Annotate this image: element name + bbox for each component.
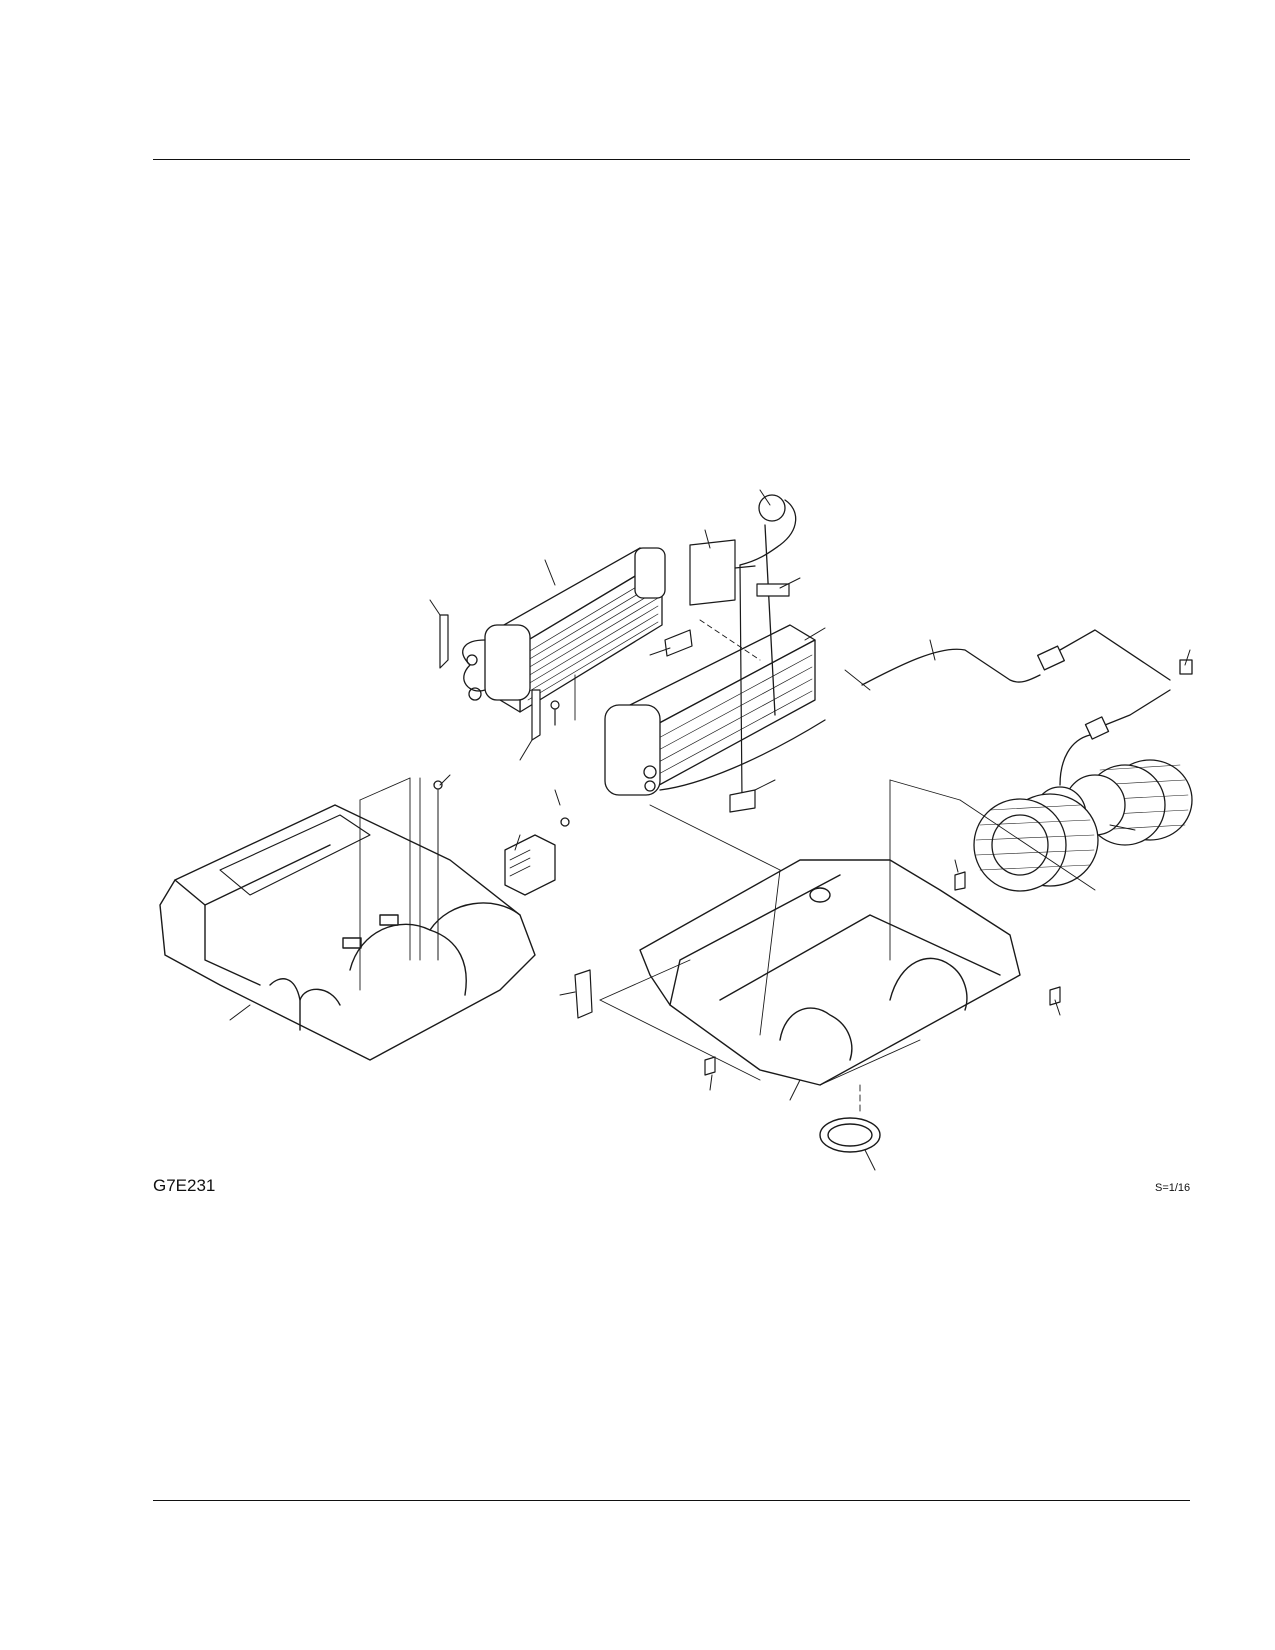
evaporator-core — [604, 624, 826, 796]
expansion-valve — [739, 494, 797, 716]
scale-label: S=1/16 — [1155, 1182, 1191, 1194]
heater-core — [462, 547, 666, 713]
bottom-rule — [153, 1500, 1190, 1501]
upper-case — [159, 804, 536, 1061]
lower-case — [639, 859, 1021, 1086]
thermo-sensor — [664, 539, 790, 813]
drain-hose-seal — [819, 1117, 881, 1153]
blower-resistor — [433, 780, 570, 961]
heater-core-bracket — [429, 599, 449, 669]
leader-lines — [229, 489, 1191, 1171]
wire-harness — [861, 629, 1193, 786]
blower-motor-assembly — [973, 759, 1193, 892]
figure-code: G7E231 — [153, 1176, 216, 1195]
case-clips — [574, 871, 1061, 1076]
heater-pipe-clamp — [519, 689, 560, 761]
top-rule — [153, 159, 1190, 160]
assembly-lines — [359, 619, 1096, 1116]
